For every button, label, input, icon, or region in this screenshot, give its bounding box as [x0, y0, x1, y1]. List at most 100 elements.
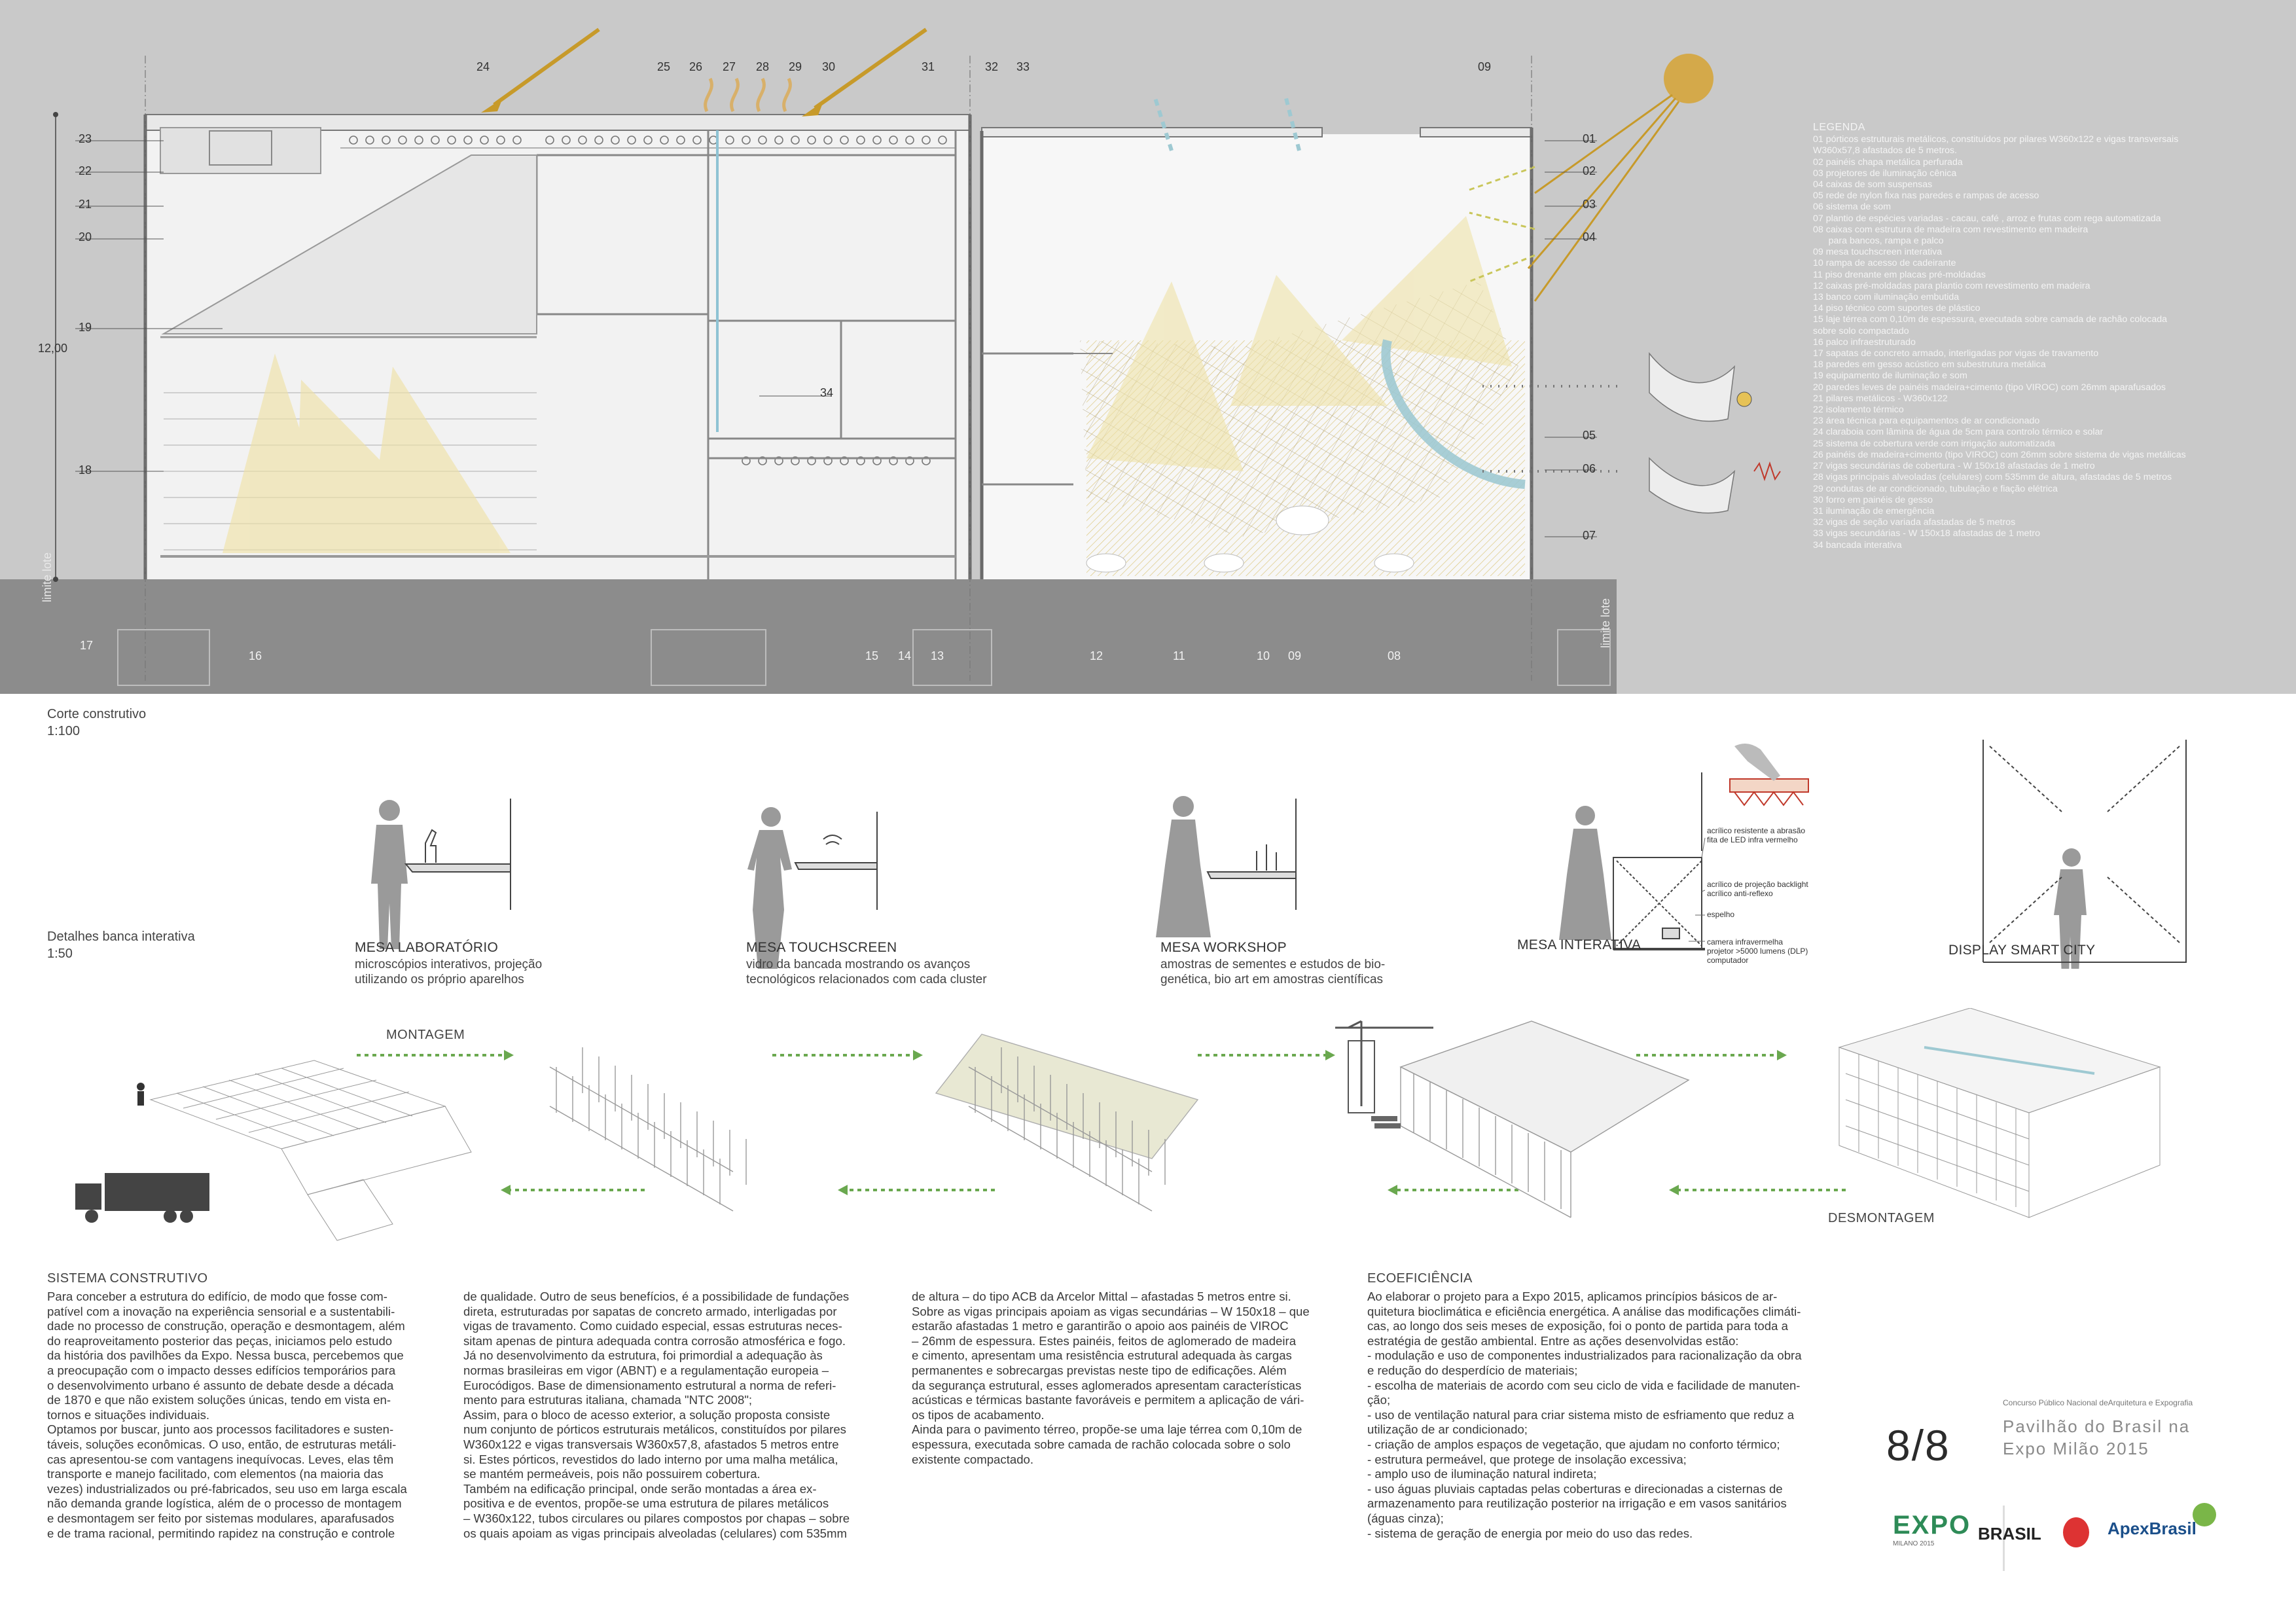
legend-item: 18 paredes em gesso acústico em subestru… [1813, 359, 2046, 370]
callout-34: 34 [820, 386, 834, 399]
legend-item: 20 paredes leves de painéis madeira+cime… [1813, 382, 2166, 393]
callout-30: 30 [822, 60, 836, 73]
desk-title-workshop: MESA WORKSHOP [1160, 940, 1287, 955]
paragraph-line: do reaproveitamento posterior das peças,… [47, 1333, 393, 1348]
paragraph-line: normas brasileiras em vigor (ABNT) e a r… [463, 1363, 829, 1377]
legend-item: 01 pórticos estruturais metálicos, const… [1813, 134, 2179, 145]
legend-item: 23 área técnica para equipamentos de ar … [1813, 416, 2040, 427]
legend-item: 05 rede de nylon fixa nas paredes e ramp… [1813, 190, 2039, 202]
desk-desc-touchscreen-1: vidro da bancada mostrando os avanços [746, 958, 971, 971]
paragraph-line: se mantém permeáveis, pois não possuirem… [463, 1467, 761, 1481]
heading-ecoeficiencia: ECOEFICIÊNCIA [1367, 1271, 1473, 1286]
paragraph-line: os quais apoiam as vigas principais alve… [463, 1526, 847, 1540]
heading-sistema: SISTEMA CONSTRUTIVO [47, 1271, 208, 1286]
paragraph-line: espessura, executada sobre camada de rac… [912, 1437, 1291, 1451]
paragraph-line: - uso águas pluviais captadas pelas cobe… [1367, 1481, 1783, 1496]
apex-logo-icon [2193, 1503, 2216, 1526]
text-column-1: Para conceber a estrutura do edifício, d… [47, 1290, 442, 1541]
lot-limit-right: limite lote [1599, 598, 1612, 648]
paragraph-line: tornos e situações individuais. [47, 1407, 210, 1422]
legend-item: 07 plantio de espécies variadas - cacau,… [1813, 213, 2161, 224]
logo-divider [2003, 1506, 2005, 1571]
silhouettes [371, 796, 2087, 969]
desk-desc-laboratorio-1: microscópios interativos, projeção [355, 958, 543, 971]
dimension-label: 12,00 [38, 342, 68, 355]
callout-25: 25 [657, 60, 671, 73]
ground-slab [0, 579, 1617, 694]
paragraph-line: táveis, soluções econômicas. O uso, entã… [47, 1437, 397, 1451]
legend-item: 30 forro em painéis de gesso [1813, 494, 1933, 505]
legend-item: 22 isolamento térmico [1813, 405, 1904, 416]
legend-item: W360x57,8 afastados de 5 metros. [1813, 145, 1958, 156]
desk-title-interativa: MESA INTERATIVA [1517, 937, 1641, 952]
frame-set-1 [549, 1047, 747, 1212]
lot-limit-left: limite lote [41, 552, 54, 602]
callout-22: 22 [79, 164, 92, 177]
paragraph-line: - uso de ventilação natural para criar s… [1367, 1407, 1795, 1422]
construction-section-drawing [0, 27, 1781, 694]
pavilion-title: Pavilhão do Brasil na Expo Milão 2015 [2003, 1415, 2278, 1460]
label-desmontagem: DESMONTAGEM [1828, 1211, 1935, 1225]
callout-28: 28 [756, 60, 770, 73]
text-column-2: de qualidade. Outro de seus benefícios, … [463, 1290, 898, 1541]
legend-item: 26 painéis de madeira+cimento (tipo VIRO… [1813, 449, 2186, 460]
contest-title: Concurso Público Nacional deArquitetura … [2003, 1398, 2193, 1407]
section-caption-scale: 1:100 [47, 724, 81, 738]
paragraph-line: Optamos por buscar, junto aos processos … [47, 1422, 394, 1437]
paragraph-line: e redução do desperdício de materiais; [1367, 1363, 1578, 1377]
paragraph-line: ção; [1367, 1393, 1391, 1407]
callout-33: 33 [1016, 60, 1030, 73]
callout-24: 24 [476, 60, 490, 73]
paragraph-line: (águas cinza); [1367, 1511, 1444, 1525]
sun-icon [1664, 54, 1713, 103]
plants [1086, 505, 1414, 573]
brasil-logo: BRASIL [1978, 1524, 2041, 1543]
callout-29: 29 [789, 60, 802, 73]
paragraph-line: e desmontagem ser feito por sistemas mod… [47, 1511, 395, 1525]
callout-01: 01 [1583, 132, 1596, 145]
paragraph-line: - escolha de materiais de acordo com seu… [1367, 1378, 1801, 1392]
hand-icon [1734, 744, 1780, 781]
frame-set-2 [935, 1034, 1199, 1212]
legend-item: 14 piso técnico com suportes de plástico [1813, 303, 1981, 314]
desk-desc-workshop-2: genética, bio art em amostras científica… [1160, 973, 1384, 986]
legend-title: LEGENDA [1813, 122, 1865, 133]
note-projector: projetor >5000 lumens (DLP) [1707, 947, 1808, 956]
text-column-3: de altura – do tipo ACB da Arcelor Mitta… [912, 1290, 1348, 1467]
note-acrylic-backlight: acrílico de projeção backlight [1707, 880, 1808, 889]
callout-23: 23 [79, 132, 92, 145]
paragraph-line: estratégia de gestão ambiental. Entre as… [1367, 1333, 1739, 1348]
desk-title-touchscreen: MESA TOUCHSCREEN [746, 940, 897, 955]
legend-item: 28 vigas principais alveoladas (celulare… [1813, 472, 2172, 483]
callout-27: 27 [723, 60, 736, 73]
crane-icon [1335, 1020, 1433, 1106]
paragraph-line: si. Estes pórticos, revestidos do lado i… [463, 1452, 838, 1466]
paragraph-line: cas, ao longo dos seis meses de exposiçã… [1367, 1319, 1788, 1333]
note-acrylic-abrasion: acrílico resistente a abrasão [1707, 826, 1806, 835]
expo-logo-text: EXPO [1893, 1511, 1971, 1540]
callout-20: 20 [79, 230, 92, 244]
note-mirror: espelho [1707, 910, 1735, 919]
site-grid [149, 1060, 472, 1241]
legend-item: 04 caixas de som suspensas [1813, 179, 1933, 190]
ac-technical-area [160, 127, 321, 174]
paragraph-line: não demanda grande logística, além de o … [47, 1496, 402, 1511]
paragraph-line: patível com a inovação na experiência se… [47, 1304, 395, 1318]
paragraph-line: vigas de travamento. Como cuidado especi… [463, 1319, 842, 1333]
footings [117, 629, 1611, 686]
pavilion-title-line1: Pavilhão do Brasil na [2003, 1416, 2191, 1436]
desk-title-smart-city: DISPLAY SMART CITY [1948, 943, 2096, 958]
legend-item: 08 caixas com estrutura de madeira com r… [1813, 224, 2089, 235]
legend-item: 12 caixas pré-moldadas para plantio com … [1813, 280, 2090, 291]
paragraph-line: transporte e manejo facilitado, com elem… [47, 1467, 384, 1481]
legend-item: 11 piso drenante em placas pré-moldadas [1813, 269, 1986, 280]
callout-07: 07 [1583, 529, 1596, 542]
legend-item: 03 projetores de iluminação cênica [1813, 168, 1957, 179]
callout-15: 15 [865, 649, 879, 662]
legend-item: sobre solo compactado [1813, 325, 1909, 336]
callout-04: 04 [1583, 230, 1596, 244]
note-computer: computador [1707, 956, 1749, 965]
callout-21: 21 [79, 198, 92, 211]
paragraph-line: Já no desenvolvimento da estrutura, foi … [463, 1348, 823, 1363]
legend-item: 19 equipamento de iluminação e som [1813, 370, 1967, 382]
